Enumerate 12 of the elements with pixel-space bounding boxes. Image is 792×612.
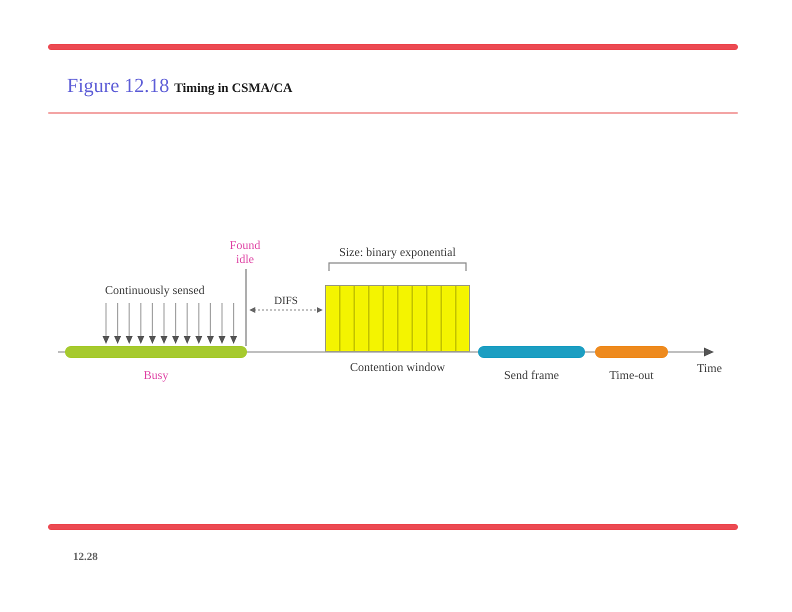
found-idle-label: Found idle <box>226 238 264 266</box>
size-note: Size: binary exponential <box>338 245 457 259</box>
send-frame-label: Send frame <box>504 368 559 382</box>
busy-label: Busy <box>144 368 168 382</box>
sensing-note: Continuously sensed <box>105 283 205 297</box>
timeout-label: Time-out <box>609 368 654 382</box>
contention-window-label: Contention window <box>350 360 445 374</box>
difs-label: DIFS <box>273 295 299 308</box>
axis-label: Time <box>697 361 722 375</box>
leader-line <box>245 269 247 346</box>
page-number: 12.28 <box>73 551 98 564</box>
figure-title: Figure 12.18 Timing in CSMA/CA <box>67 75 292 98</box>
